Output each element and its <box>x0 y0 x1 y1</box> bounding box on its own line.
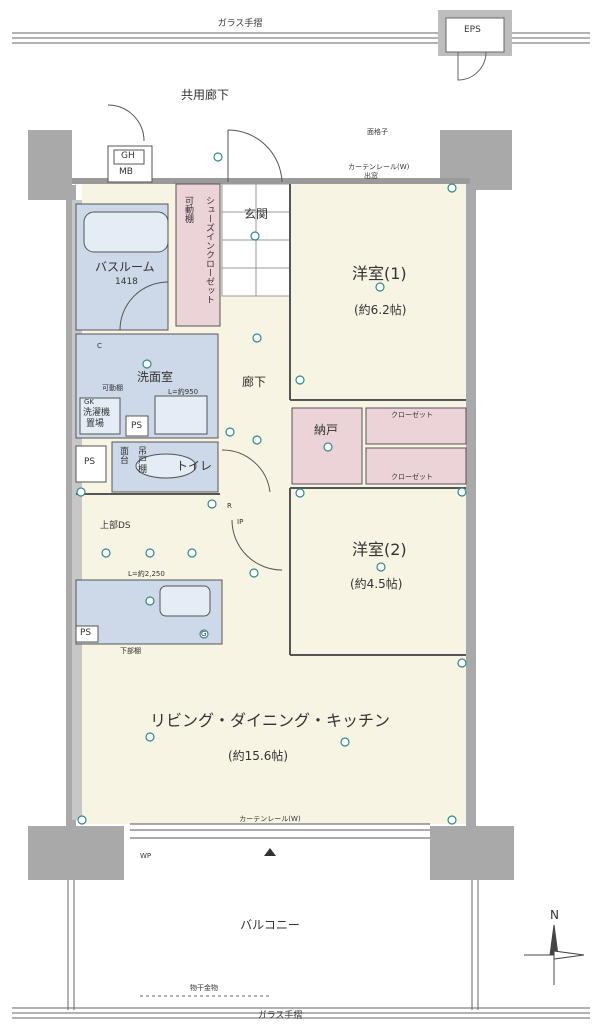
north-label: N <box>550 908 559 922</box>
hallway-label: 廊下 <box>242 375 267 389</box>
r-label: R <box>227 502 232 510</box>
top-railing-label: ガラス手摺 <box>217 19 263 29</box>
movable-shelf-label: 可動棚 <box>102 384 123 392</box>
lattice-label: 面格子 <box>367 128 388 136</box>
balcony <box>12 880 590 1019</box>
window-label: 出窓 <box>364 172 378 180</box>
ps-label-2: PS <box>84 457 96 467</box>
shoe-closet-area <box>175 183 221 327</box>
closet2-area <box>365 447 467 485</box>
north-wall <box>72 178 470 184</box>
top-railing <box>12 32 590 44</box>
gh-label: GH <box>121 151 135 161</box>
closet2-label: クローゼット <box>391 473 433 481</box>
entrance-label: 玄関 <box>244 207 269 221</box>
western2-label: 洋室(2) <box>352 540 407 559</box>
c-label: C <box>97 342 102 350</box>
movable-shelf-top-label: 可動棚 <box>183 196 193 223</box>
eps-label: EPS <box>464 25 481 35</box>
mb-door <box>107 104 145 142</box>
bathtub <box>83 211 169 253</box>
room2-door <box>231 519 283 571</box>
hanging-shelf-label: 吊戸棚 <box>136 446 146 473</box>
washer-label: 洗濯機 <box>83 408 111 418</box>
ip-label: IP <box>237 518 244 526</box>
outer-walls <box>28 130 514 880</box>
interior-walls <box>76 184 466 656</box>
lower-shelf-label: 下部棚 <box>120 647 141 655</box>
face-counter-label: 面台 <box>118 446 128 464</box>
sink <box>159 585 211 617</box>
south-window <box>130 823 430 839</box>
bathroom-size: 1418 <box>115 277 138 287</box>
closet1-area <box>365 407 467 445</box>
curtain-label: カーテンレール(W) <box>348 163 410 171</box>
bathroom-label: バスルーム <box>95 260 155 274</box>
balcony-label: バルコニー <box>240 918 300 932</box>
ps-boxes <box>75 415 149 643</box>
shoes-closet-label: シューズインクローゼット <box>204 196 214 304</box>
closet1-label: クローゼット <box>391 411 433 419</box>
washer-space <box>79 397 121 435</box>
fixtures <box>76 152 467 825</box>
western2-size: (約4.5帖) <box>350 577 403 591</box>
l2250-label: L=約2,250 <box>128 570 165 578</box>
upper-ds-label: 上部DS <box>100 521 131 531</box>
ps-label-3: PS <box>80 628 92 638</box>
toilet-door <box>221 449 271 493</box>
storage-label: 納戸 <box>314 423 339 437</box>
eps-box <box>438 10 512 81</box>
western1-label: 洋室(1) <box>352 264 407 283</box>
entry-arrow <box>264 848 276 856</box>
toilet-label: トイレ <box>176 459 213 473</box>
ldk-label: リビング・ダイニング・キッチン <box>149 711 391 730</box>
gk-label: GK <box>84 398 95 406</box>
western1-size: (約6.2帖) <box>354 303 407 317</box>
ps-label-1: PS <box>131 421 143 431</box>
vanity <box>154 395 208 435</box>
entrance-door <box>227 129 283 183</box>
ldk-size: (約15.6帖) <box>227 749 289 763</box>
washer-label-2: 置場 <box>86 419 105 429</box>
mb-label: MB <box>119 167 133 177</box>
drying-label: 物干金物 <box>190 984 218 992</box>
meter-box <box>107 145 153 183</box>
wp-label: WP <box>140 852 152 860</box>
curtain-label-2: カーテンレール(W) <box>239 815 301 823</box>
l950-label: L=約950 <box>168 388 199 396</box>
compass <box>524 924 585 985</box>
corridor-label: 共用廊下 <box>180 88 230 102</box>
bottom-railing-label: ガラス手摺 <box>257 1011 303 1021</box>
g-label: G <box>201 630 207 638</box>
washroom-label: 洗面室 <box>137 370 174 384</box>
